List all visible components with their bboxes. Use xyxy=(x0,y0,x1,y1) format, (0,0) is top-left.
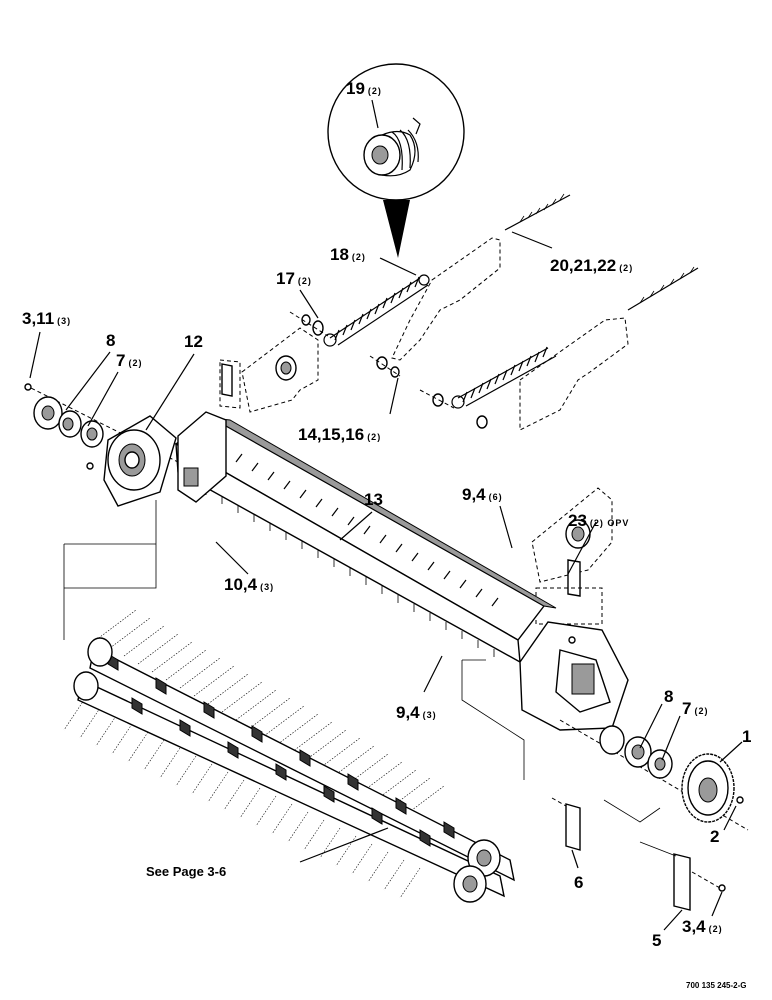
svg-text:6: 6 xyxy=(574,873,583,892)
leader-lines xyxy=(29,231,743,931)
sprocket-1 xyxy=(681,753,735,823)
callout-1: 1 xyxy=(742,727,751,746)
callout-2: 2 xyxy=(710,827,719,846)
figure-code: 700 135 245-2-G xyxy=(686,981,747,990)
svg-text:3,4(2): 3,4(2) xyxy=(682,917,723,936)
flange-bearing-12 xyxy=(103,415,177,507)
svg-text:14,15,16(2): 14,15,16(2) xyxy=(298,425,381,444)
callout-23: 23(2) OPV xyxy=(568,511,629,530)
callout-8-left: 8 xyxy=(106,331,115,350)
spring-18b xyxy=(451,346,557,409)
callout-3-11: 3,11(3) xyxy=(22,309,71,328)
spring-assembly-lower xyxy=(419,266,699,625)
svg-text:18(2): 18(2) xyxy=(330,245,366,264)
svg-text:2: 2 xyxy=(710,827,719,846)
svg-text:5: 5 xyxy=(652,931,661,950)
callout-5: 5 xyxy=(652,931,661,950)
callout-20-21-22: 20,21,22(2) xyxy=(550,256,633,275)
svg-text:20,21,22(2): 20,21,22(2) xyxy=(550,256,633,275)
see-page-note: See Page 3-6 xyxy=(146,864,226,879)
svg-text:7(2): 7(2) xyxy=(682,699,708,718)
main-beam-13 xyxy=(174,411,629,731)
svg-text:19(2): 19(2) xyxy=(346,79,382,98)
svg-text:10,4(3): 10,4(3) xyxy=(224,575,274,594)
svg-text:17(2): 17(2) xyxy=(276,269,312,288)
svg-text:3,11(3): 3,11(3) xyxy=(22,309,71,328)
callout-14-15-16: 14,15,16(2) xyxy=(298,425,381,444)
svg-text:23(2) OPV: 23(2) OPV xyxy=(568,511,629,530)
detail-circle-19 xyxy=(327,63,465,258)
callout-9-4-six: 9,4(6) xyxy=(462,485,503,504)
right-bearing-group xyxy=(559,719,749,831)
callout-6: 6 xyxy=(574,873,583,892)
svg-text:1: 1 xyxy=(742,727,751,746)
spring-18 xyxy=(323,274,430,347)
callout-17: 17(2) xyxy=(276,269,312,288)
callout-7-left: 7(2) xyxy=(116,351,142,370)
svg-text:7(2): 7(2) xyxy=(116,351,142,370)
callout-7-right: 7(2) xyxy=(682,699,708,718)
rotor-assembly xyxy=(63,609,525,903)
svg-text:9,4(3): 9,4(3) xyxy=(396,703,437,722)
left-bearing-group xyxy=(24,383,179,640)
bracket-6 xyxy=(551,797,581,851)
side-plate-left xyxy=(241,327,319,413)
callout-18: 18(2) xyxy=(330,245,366,264)
svg-text:13: 13 xyxy=(364,490,383,509)
svg-text:12: 12 xyxy=(184,332,203,351)
callout-8-right: 8 xyxy=(664,687,673,706)
callout-9-4-three: 9,4(3) xyxy=(396,703,437,722)
callout-12: 12 xyxy=(184,332,203,351)
callout-3-4: 3,4(2) xyxy=(682,917,723,936)
svg-text:8: 8 xyxy=(664,687,673,706)
svg-text:9,4(6): 9,4(6) xyxy=(462,485,503,504)
svg-text:8: 8 xyxy=(106,331,115,350)
callout-10-4: 10,4(3) xyxy=(224,575,274,594)
spring-end-detail xyxy=(363,117,421,177)
callout-19: 19(2) xyxy=(346,79,382,98)
bracket-5 xyxy=(639,841,726,911)
spring-assembly-upper xyxy=(219,193,571,413)
right-end-bracket xyxy=(519,621,629,731)
callout-13: 13 xyxy=(364,490,383,509)
